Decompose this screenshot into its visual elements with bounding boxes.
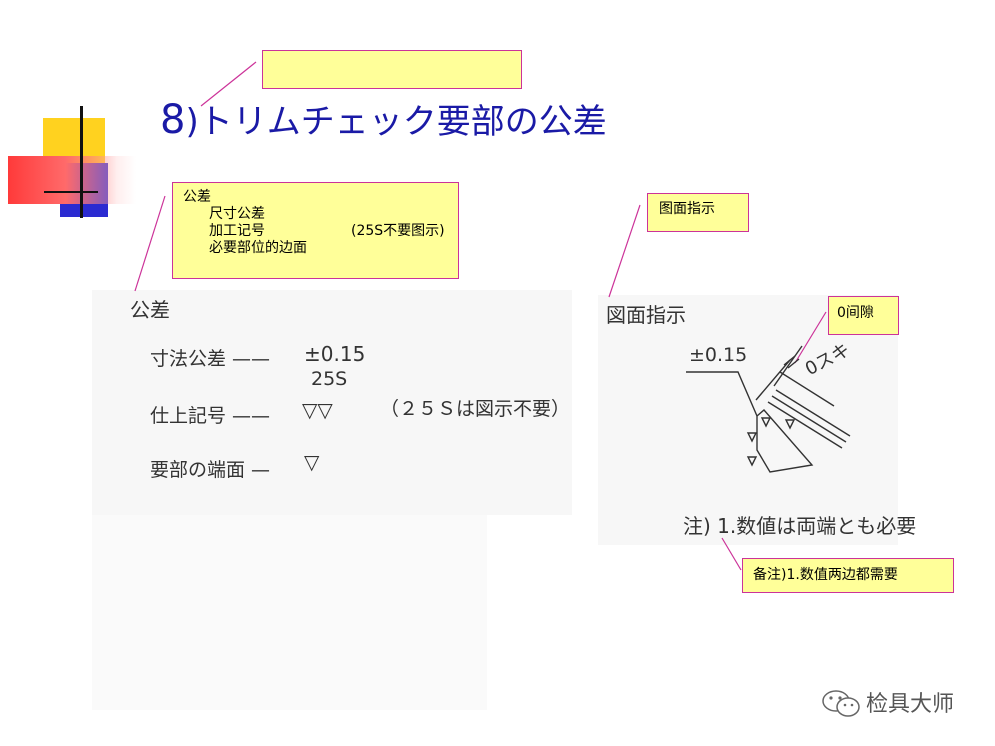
callout-tolerance-heading: 公差 [183,189,211,205]
scan-right-note: 注) 1.数値は両端とも必要 [683,514,917,538]
scan-left-row1-sub: 25S [311,368,348,390]
scan-area-left [92,290,572,515]
scan-left-row2-value: ▽▽ [302,398,333,422]
scan-area-bottom-left [92,515,487,710]
callout-tolerance: 公差 尺寸公差 加工记号 (25S不要图示) 必要部位的边面 [172,182,459,279]
scan-right-heading: 図面指示 [606,303,686,327]
scan-left-row2-note: （２５Ｓは図示不要） [380,398,571,420]
decor-vertical-line [80,106,83,218]
callout-tolerance-line3: 必要部位的边面 [209,240,307,256]
scan-area-right [598,295,898,545]
watermark-text: 检具大师 [866,692,955,717]
leader-title [200,61,257,107]
scan-left-row3-label: 要部の端面 — [150,459,271,481]
leader-note [721,537,742,571]
callout-drawing: 图面指示 [647,193,749,232]
scan-right-tolerance: ±0.15 [689,344,748,366]
callout-tolerance-line1: 尺寸公差 [209,206,265,222]
scan-left-row3-value: ▽ [304,450,320,474]
scan-left-row2-label: 仕上記号 —— [150,405,271,427]
watermark-logo-icon [822,690,860,717]
decor-red-gradient [8,156,136,204]
leader-tolerance [134,195,166,292]
leader-gap [794,311,827,364]
callout-top-empty [262,50,522,89]
trim-section-sketch [686,345,851,473]
leader-drawing [608,204,641,298]
callout-tolerance-line2-note: (25S不要图示) [351,223,445,239]
scan-left-heading: 公差 [130,298,170,322]
scan-left-row1-value: ±0.15 [304,342,366,366]
callout-tolerance-line2: 加工记号 [209,223,265,239]
callout-gap: 0间隙 [828,296,899,335]
decor-horizontal-line [44,191,98,193]
scan-left-row1-label: 寸法公差 —— [150,348,271,370]
callout-note: 备注)1.数值两边都需要 [742,558,954,593]
callout-tolerance-row2: 加工记号 (25S不要图示) [183,223,458,240]
page-title: 8)トリムチェック要部の公差 [160,97,607,143]
